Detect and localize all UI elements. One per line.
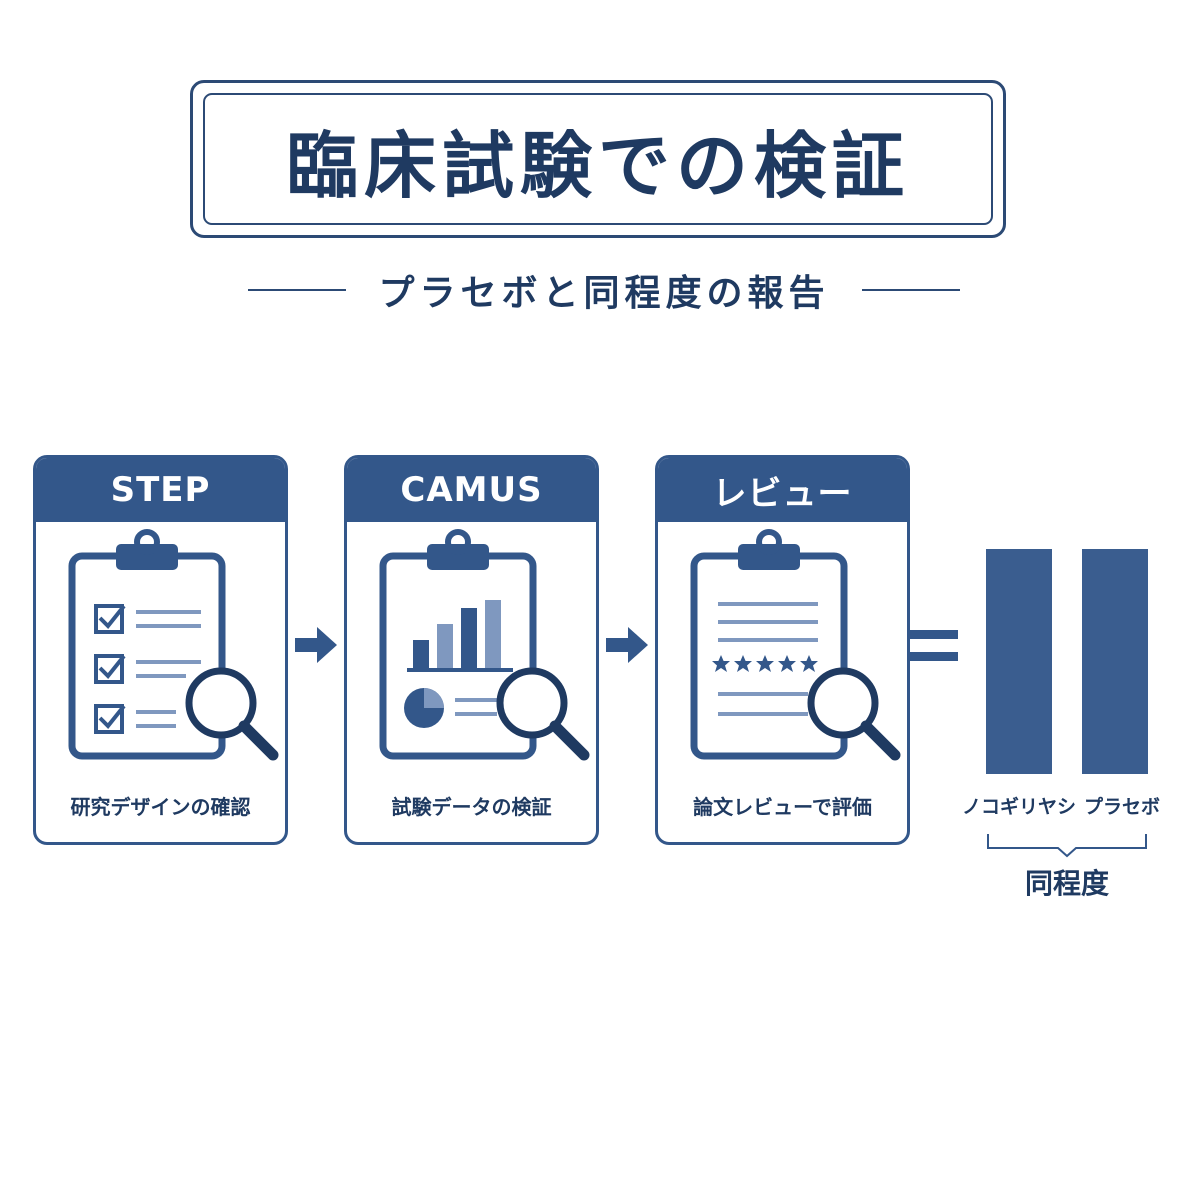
bar-label-saw-palmetto: ノコギリヤシ bbox=[962, 796, 1077, 818]
clipboard-chart-magnifier-icon bbox=[379, 529, 590, 761]
page-title: 臨床試験での検証 bbox=[285, 122, 910, 208]
card-review: レビュー 論文レビューで評価 bbox=[655, 455, 910, 845]
subtitle-rule-left bbox=[248, 289, 346, 291]
card-header: CAMUS bbox=[347, 458, 596, 522]
arrow-right-icon bbox=[295, 627, 337, 663]
card-header: レビュー bbox=[658, 458, 907, 522]
card-step: STEP 研究デザインの確認 bbox=[33, 455, 288, 845]
subtitle-row: プラセボと同程度の報告 bbox=[248, 262, 960, 318]
card-caption: 研究デザインの確認 bbox=[70, 795, 251, 819]
result-label: 同程度 bbox=[1024, 867, 1109, 900]
title-frame: 臨床試験での検証 bbox=[190, 80, 1006, 238]
clipboard-checklist-magnifier-icon bbox=[68, 529, 279, 761]
brace-bracket bbox=[987, 834, 1147, 858]
subtitle: プラセボと同程度の報告 bbox=[378, 272, 830, 314]
five-stars-icon bbox=[712, 655, 818, 672]
card-camus: CAMUS 試験データの検証 bbox=[344, 455, 599, 845]
title-inner-frame: 臨床試験での検証 bbox=[203, 93, 993, 225]
card-header: STEP bbox=[36, 458, 285, 522]
card-caption: 論文レビューで評価 bbox=[693, 795, 872, 819]
bar-placebo bbox=[1082, 549, 1148, 774]
card-caption: 試験データの検証 bbox=[391, 795, 552, 819]
subtitle-rule-right bbox=[861, 289, 960, 291]
arrow-right-icon bbox=[606, 627, 648, 663]
equals-icon bbox=[910, 630, 958, 661]
clipboard-review-stars-magnifier-icon bbox=[690, 529, 901, 761]
bar-label-placebo: プラセボ bbox=[1084, 796, 1161, 818]
bar-saw-palmetto bbox=[986, 549, 1052, 774]
